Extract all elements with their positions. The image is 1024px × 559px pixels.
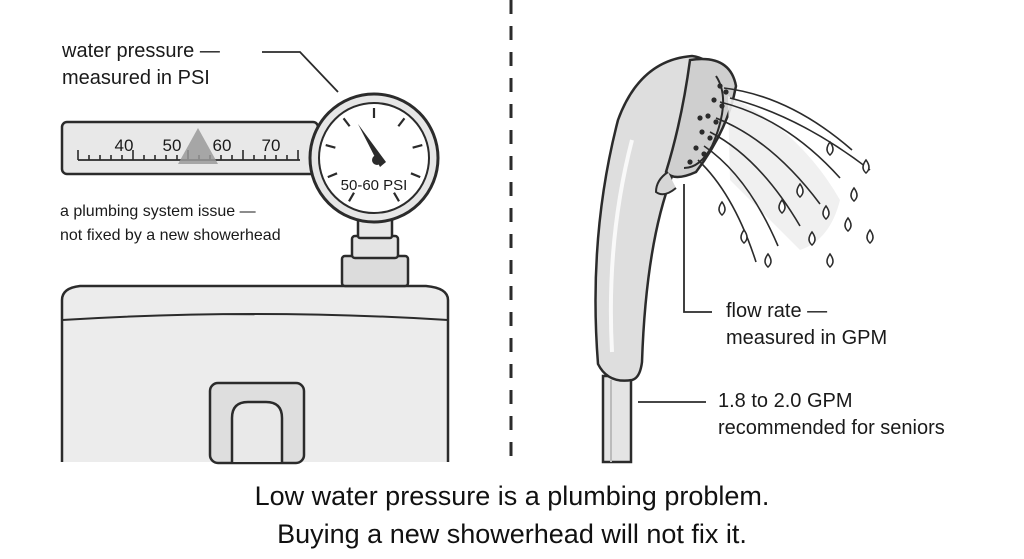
scale-tick-label: 50 [163, 136, 182, 155]
gauge-tick [325, 143, 336, 149]
psi-scale-bar: 40 50 60 70 [60, 120, 320, 176]
pressure-leader-line [262, 51, 339, 93]
nozzle-hole [687, 159, 693, 165]
gauge-hub [372, 155, 382, 165]
recommend-label-line1: 1.8 to 2.0 GPM [718, 390, 853, 412]
nozzle-hole [719, 103, 725, 109]
water-droplet [844, 216, 852, 232]
water-droplet [808, 230, 816, 246]
showerhead [594, 54, 738, 382]
nozzle-hole [699, 129, 705, 135]
water-droplet [826, 140, 834, 156]
water-stream [697, 159, 757, 263]
water-droplet [764, 252, 772, 268]
water-stream [719, 101, 841, 179]
nozzle-hole [723, 89, 729, 95]
gauge-tick [342, 117, 351, 127]
water-stream [715, 117, 821, 205]
flow-label: flow rate — measured in GPM [726, 298, 887, 352]
nozzle-hole [693, 145, 699, 151]
water-droplet [826, 252, 834, 268]
water-droplet [866, 228, 874, 244]
pressure-note: a plumbing system issue — not fixed by a… [60, 200, 281, 248]
shower-hose [601, 374, 633, 464]
water-droplet [862, 158, 870, 174]
flow-leader-line [683, 184, 712, 313]
water-heater [60, 284, 450, 465]
scale-tick-label: 60 [213, 136, 232, 155]
caption-line2: Buying a new showerhead will not fix it. [277, 519, 747, 549]
nozzle-hole [717, 83, 723, 89]
water-spray [697, 87, 874, 268]
gauge-tick [393, 192, 400, 202]
flow-label-line1: flow rate — [726, 300, 828, 322]
gauge-tick [412, 143, 423, 149]
recommend-label: 1.8 to 2.0 GPM recommended for seniors [718, 388, 945, 442]
nozzle-hole [701, 151, 707, 157]
gauge-tick [327, 172, 338, 179]
water-droplet [850, 186, 858, 202]
pressure-note-line1: a plumbing system issue — [60, 203, 256, 220]
flow-label-line2: measured in GPM [726, 327, 888, 349]
gauge-tick [348, 192, 355, 202]
pressure-label-line1: water pressure — [62, 40, 220, 62]
pressure-label: water pressure — measured in PSI [62, 38, 220, 92]
water-stream [709, 131, 801, 227]
water-droplet [822, 204, 830, 220]
gauge-reading: 50-60 PSI [341, 177, 408, 194]
gauge-tick [410, 172, 421, 179]
gauge-fitting [340, 216, 410, 288]
water-stream [703, 145, 779, 247]
caption-line1: Low water pressure is a plumbing problem… [254, 481, 770, 511]
recommend-label-line2: recommended for seniors [718, 417, 945, 439]
scale-tick-label: 70 [262, 136, 281, 155]
water-droplet [718, 200, 726, 216]
scale-pointer-marker [178, 128, 218, 164]
nozzle-hole [697, 115, 703, 121]
water-stream [729, 97, 871, 171]
nozzle-hole [707, 135, 713, 141]
spray-mist [728, 96, 840, 250]
water-droplet [778, 198, 786, 214]
nozzle-hole [711, 97, 717, 103]
water-droplet [740, 228, 748, 244]
nozzle-hole [713, 119, 719, 125]
water-stream [723, 87, 853, 151]
scale-tick-label: 40 [115, 136, 134, 155]
pressure-note-line2: not fixed by a new showerhead [60, 227, 281, 244]
pressure-gauge: 50-60 PSI [308, 92, 440, 224]
nozzle-hole [705, 113, 711, 119]
gauge-tick [397, 117, 406, 127]
water-droplet [796, 182, 804, 198]
pressure-label-line2: measured in PSI [62, 67, 210, 89]
